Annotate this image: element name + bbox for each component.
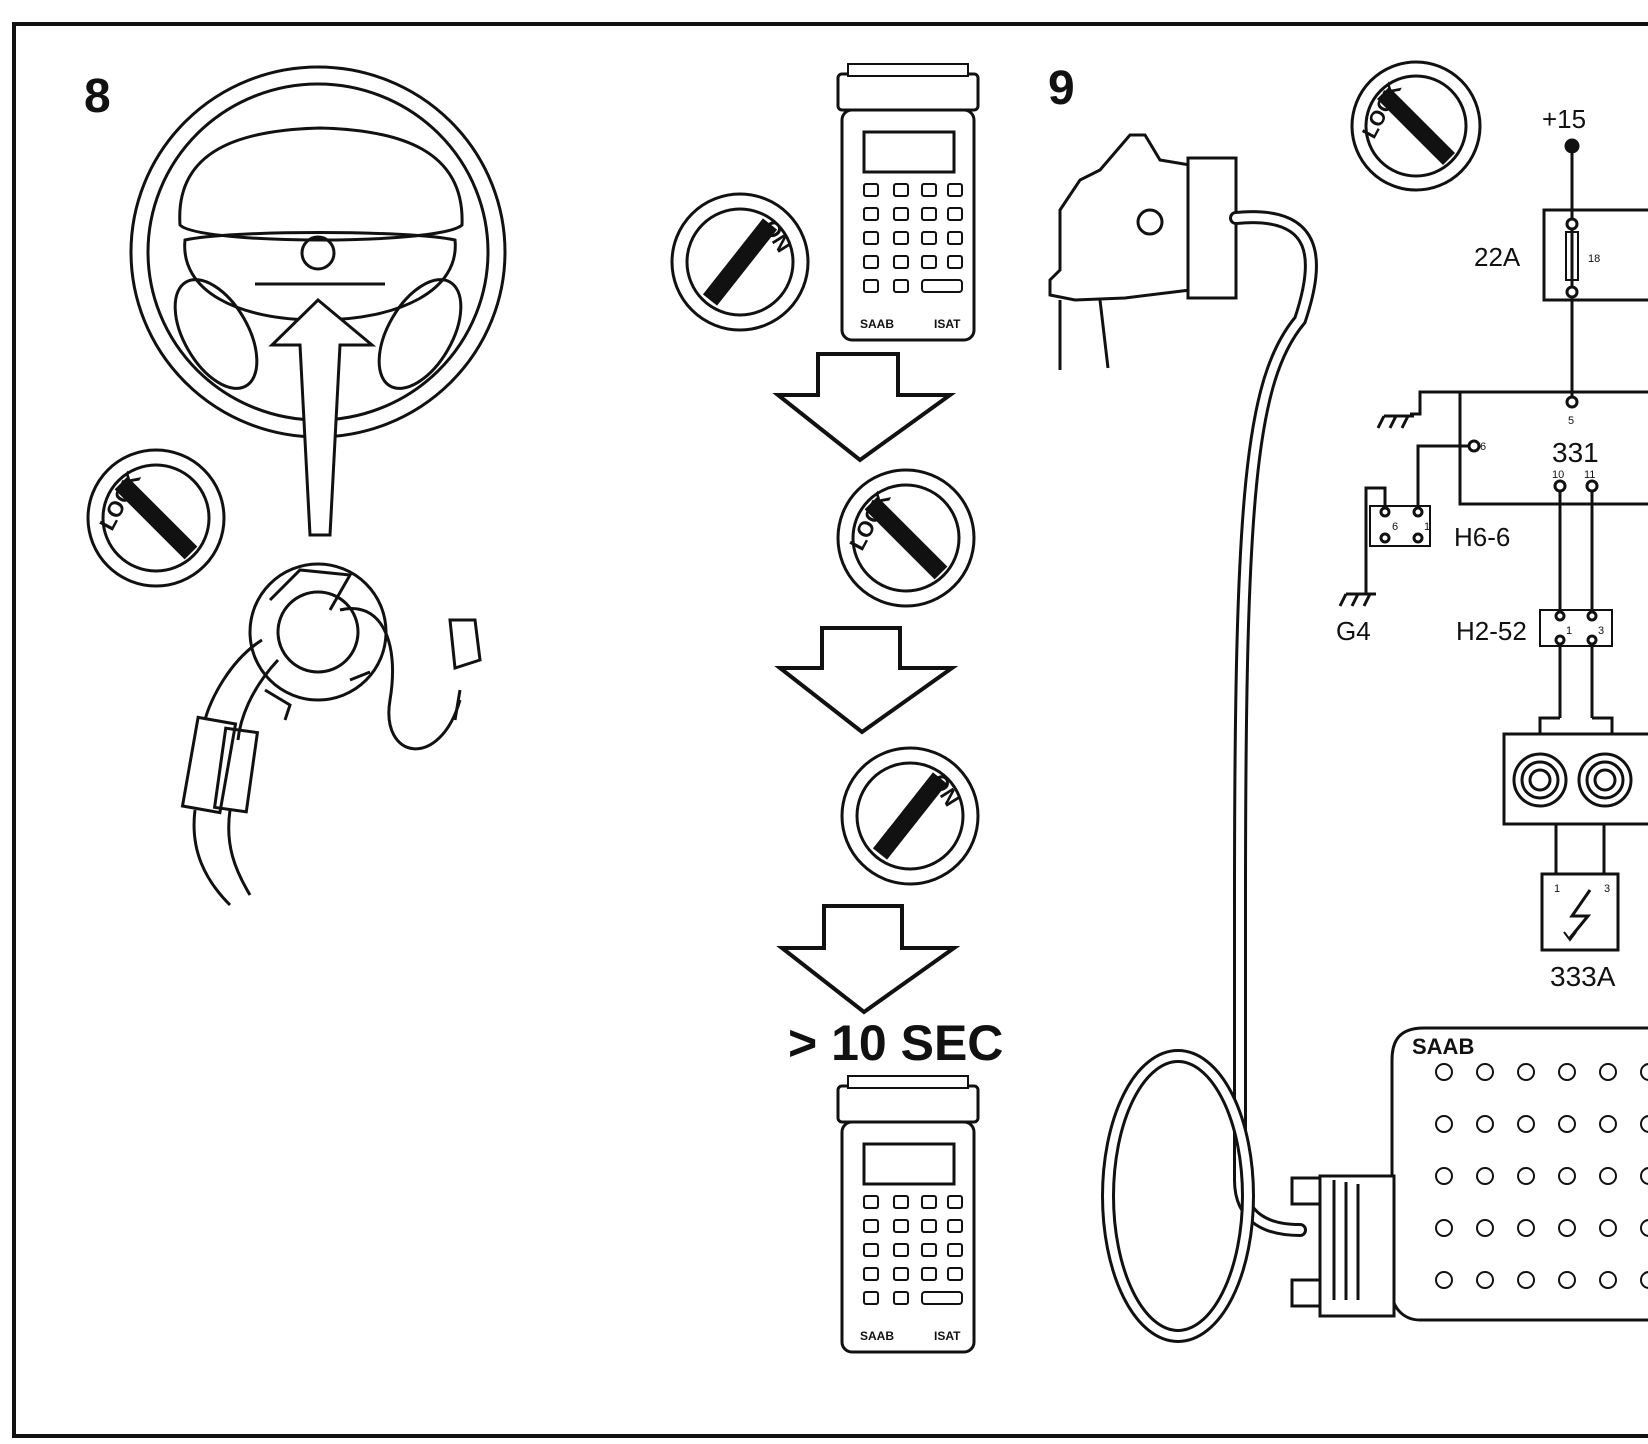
ignition-lock-switch-2: LOCK [836, 468, 976, 608]
airbag-connector-plug [1048, 133, 1238, 370]
ignition-lock-switch-1: LOCK [86, 448, 226, 588]
airbag-label: 333A [1550, 961, 1616, 992]
ignition-on-switch-2: ON [840, 746, 980, 886]
isat-tester-bottom: SAAB ISAT [836, 1074, 980, 1354]
step-number-8: 8 [84, 70, 111, 123]
h6-pin-1: 1 [1424, 521, 1430, 533]
airbag-pin-1: 1 [1554, 883, 1560, 895]
unit-pin-5: 5 [1568, 415, 1574, 427]
h2-pin-1: 1 [1566, 625, 1572, 637]
ignition-on-switch-1: ON [670, 192, 810, 332]
down-arrow-2 [774, 626, 959, 735]
ground-label: G4 [1336, 616, 1371, 646]
h6-connector-label: H6-6 [1454, 522, 1510, 552]
outer-frame [12, 22, 1648, 1438]
down-arrow-1 [772, 352, 957, 463]
wiring-schematic [1290, 138, 1648, 1322]
remove-up-arrow [268, 297, 377, 537]
tester-model-bottom: ISAT [934, 1329, 961, 1343]
tester-brand-bottom: SAAB [860, 1329, 894, 1343]
ignition-lock-switch-3: LOCK [1350, 60, 1482, 192]
tester-model-top: ISAT [934, 317, 961, 331]
unit-pin-6: 6 [1480, 441, 1486, 453]
h2-connector-label: H2-52 [1456, 616, 1527, 646]
fuse-label: 22A [1474, 242, 1521, 272]
isat-tester-top: SAAB ISAT [836, 62, 980, 342]
h6-pin-6: 6 [1392, 521, 1398, 533]
down-arrow-3 [776, 904, 961, 1015]
fuse-pin-label: 18 [1588, 253, 1600, 265]
connector-pins-grid [1435, 1063, 1648, 1289]
airbag-pin-3: 3 [1604, 883, 1610, 895]
box-brand-label: SAAB [1412, 1034, 1474, 1059]
clock-spring-contact-unit [180, 562, 482, 907]
timing-label: > 10 SEC [788, 1015, 1003, 1071]
unit-label: 331 [1552, 437, 1599, 468]
unit-pin-10: 10 [1552, 469, 1564, 481]
step-number-9: 9 [1048, 62, 1075, 115]
unit-pin-11: 11 [1584, 469, 1595, 481]
h2-pin-3: 3 [1598, 625, 1604, 637]
tester-brand-top: SAAB [860, 317, 894, 331]
supply-label: +15 [1542, 104, 1586, 134]
